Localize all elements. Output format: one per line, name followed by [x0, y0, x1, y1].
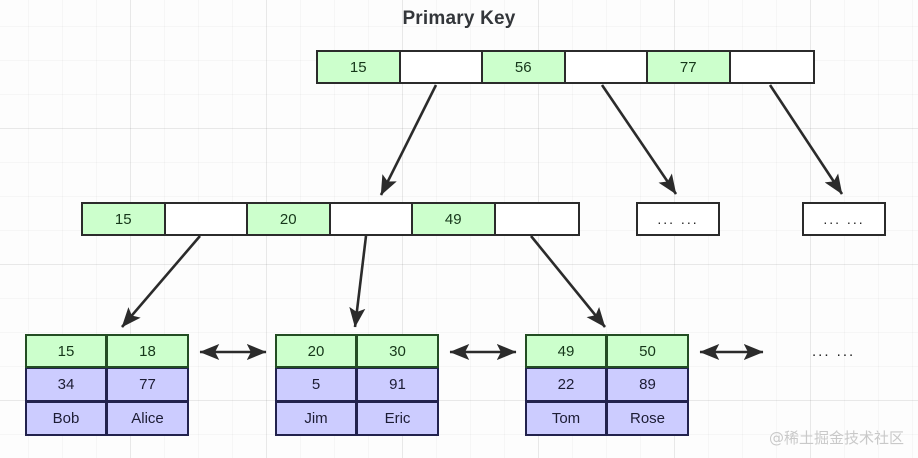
leaf-1-key-row: 15 18 — [25, 334, 189, 368]
root-cell-pointer-2[interactable] — [730, 52, 813, 82]
internal-cell-pointer-0[interactable] — [165, 204, 248, 234]
edge-root-to-ellipsis-1 — [600, 84, 678, 195]
edge-internal-to-leaf-1 — [121, 235, 201, 328]
leaf-2-value-1[interactable]: 91 — [357, 368, 439, 402]
leaf-3-value-row: 22 89 — [525, 368, 689, 402]
edge-root-to-ellipsis-2 — [768, 84, 844, 195]
internal-cell-key-1[interactable]: 20 — [248, 204, 331, 234]
edge-internal-to-leaf-3 — [529, 235, 607, 328]
internal-cell-key-0[interactable]: 15 — [83, 204, 166, 234]
internal-cell-pointer-2[interactable] — [495, 204, 578, 234]
leaf-1-key-0[interactable]: 15 — [25, 334, 107, 368]
leaf-2-value-row: 5 91 — [275, 368, 439, 402]
leaf-1-name-1[interactable]: Alice — [107, 402, 189, 436]
internal-cell-key-2[interactable]: 49 — [413, 204, 496, 234]
leaf-2-value-0[interactable]: 5 — [275, 368, 357, 402]
leaf-2-key-1[interactable]: 30 — [357, 334, 439, 368]
ellipsis-node-1[interactable]: ... ... — [636, 202, 720, 236]
leaf-3-name-0[interactable]: Tom — [525, 402, 607, 436]
leaf-1-name-0[interactable]: Bob — [25, 402, 107, 436]
leaf-3-value-0[interactable]: 22 — [525, 368, 607, 402]
edge-root-to-internal — [379, 84, 438, 196]
leaf-3-name-1[interactable]: Rose — [607, 402, 689, 436]
leaf-3-value-1[interactable]: 89 — [607, 368, 689, 402]
ellipsis-node-2[interactable]: ... ... — [802, 202, 886, 236]
leaf-2-key-row: 20 30 — [275, 334, 439, 368]
internal-cell-pointer-1[interactable] — [330, 204, 413, 234]
leaf-2-name-row: Jim Eric — [275, 402, 439, 436]
root-cell-key-1[interactable]: 56 — [483, 52, 566, 82]
root-cell-key-0[interactable]: 15 — [318, 52, 401, 82]
leaf-1-value-row: 34 77 — [25, 368, 189, 402]
leaf-3-key-row: 49 50 — [525, 334, 689, 368]
page-title: Primary Key — [402, 8, 516, 29]
leaf-node-3[interactable]: 49 50 22 89 Tom Rose — [525, 334, 689, 436]
edge-internal-to-leaf-2 — [349, 235, 368, 328]
leaf-2-key-0[interactable]: 20 — [275, 334, 357, 368]
leaf-2-name-0[interactable]: Jim — [275, 402, 357, 436]
internal-index-node[interactable]: 15 20 49 — [81, 202, 580, 236]
leaf-3-name-row: Tom Rose — [525, 402, 689, 436]
root-cell-pointer-1[interactable] — [565, 52, 648, 82]
leaf-1-name-row: Bob Alice — [25, 402, 189, 436]
leaf-2-name-1[interactable]: Eric — [357, 402, 439, 436]
leaf-1-key-1[interactable]: 18 — [107, 334, 189, 368]
leaf-1-value-1[interactable]: 77 — [107, 368, 189, 402]
leaf-node-2[interactable]: 20 30 5 91 Jim Eric — [275, 334, 439, 436]
watermark: @稀土掘金技术社区 — [768, 429, 904, 447]
leaf-3-key-0[interactable]: 49 — [525, 334, 607, 368]
leaf-1-value-0[interactable]: 34 — [25, 368, 107, 402]
trailing-ellipsis: ... ... — [812, 343, 856, 360]
leaf-node-1[interactable]: 15 18 34 77 Bob Alice — [25, 334, 189, 436]
root-cell-key-2[interactable]: 77 — [648, 52, 731, 82]
root-cell-pointer-0[interactable] — [400, 52, 483, 82]
root-index-node[interactable]: 15 56 77 — [316, 50, 815, 84]
leaf-3-key-1[interactable]: 50 — [607, 334, 689, 368]
